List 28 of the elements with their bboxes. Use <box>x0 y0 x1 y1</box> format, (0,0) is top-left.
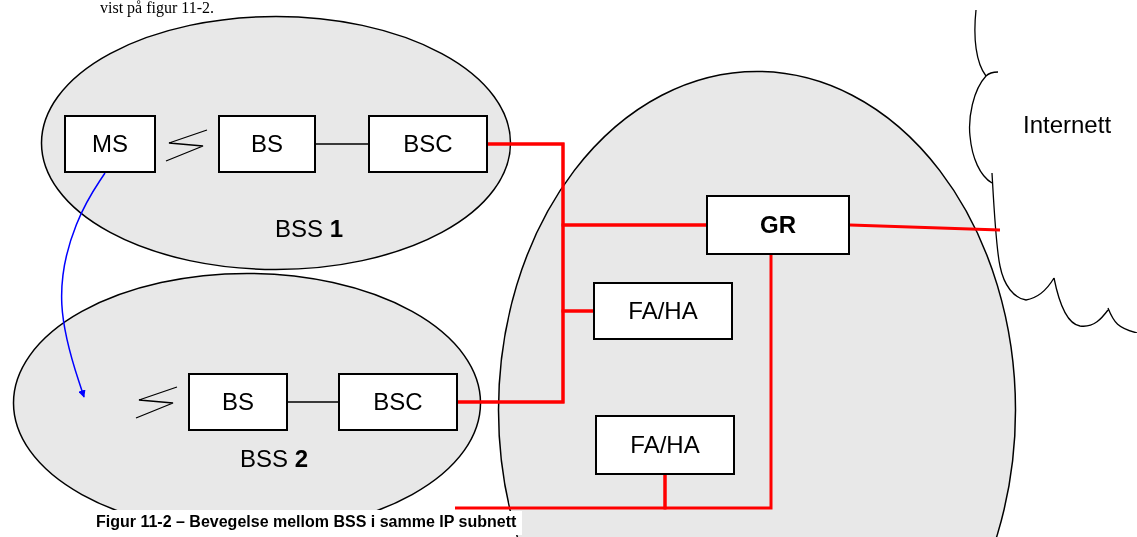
component-label: BSC <box>373 388 423 416</box>
component-box <box>64 115 156 173</box>
component-box <box>593 282 733 340</box>
component-label: BSC <box>403 130 453 158</box>
network-label: BSS 1 <box>275 215 344 243</box>
component-box <box>368 115 488 173</box>
component-box <box>338 373 458 431</box>
component-label: MS <box>92 130 128 158</box>
component-box <box>595 415 735 475</box>
internet-cloud <box>968 8 1137 333</box>
body-text: vist på figur 11-2. <box>100 0 215 17</box>
component-box <box>706 195 850 255</box>
component-label: BS <box>222 388 254 416</box>
connection-line <box>315 143 369 145</box>
connection-line <box>849 223 1001 232</box>
cloud-label: Internett <box>1023 111 1112 139</box>
component-label: FA/HA <box>630 431 700 459</box>
connection-line <box>458 309 593 404</box>
component-label: GR <box>760 211 796 239</box>
connection-line <box>455 475 667 510</box>
component-label: FA/HA <box>628 297 698 325</box>
component-box <box>218 115 316 173</box>
network-ellipse <box>40 15 512 271</box>
component-label: BS <box>251 130 283 158</box>
movement-arrow <box>60 172 106 398</box>
network-label: BSS 2 <box>240 445 309 473</box>
connection-line <box>287 401 339 403</box>
component-box <box>188 373 288 431</box>
